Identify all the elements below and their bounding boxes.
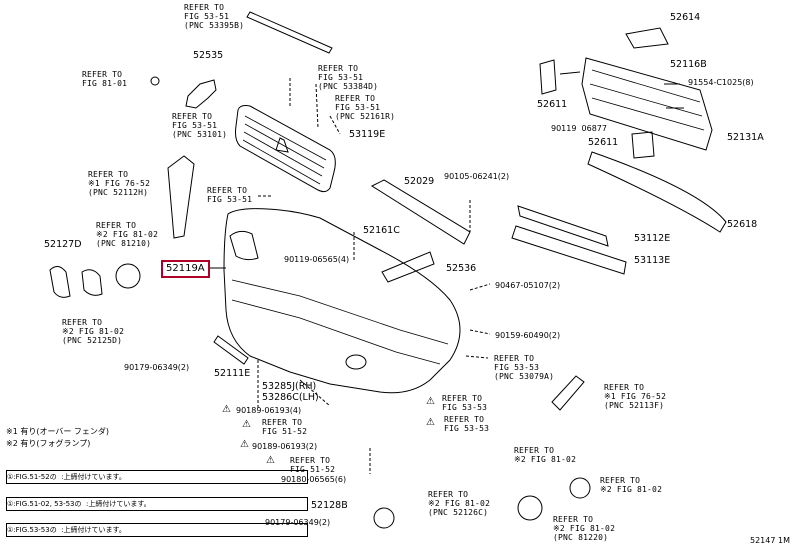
- part-52131A: 52131A: [727, 132, 764, 143]
- warning-triangle-icon: ⚠: [222, 404, 231, 415]
- part-52029: 52029: [404, 176, 435, 187]
- ref-fig-53-51[interactable]: REFER TO FIG 53-51: [207, 186, 253, 204]
- ref-fig-81-02-pnc-81210[interactable]: REFER TO ※2 FIG 81-02 (PNC 81210): [96, 221, 159, 248]
- ref-fig-81-02-pnc-81220[interactable]: REFER TO ※2 FIG 81-02 (PNC 81220): [553, 515, 616, 542]
- part-90119-06565: 90119-06565(4): [284, 255, 350, 264]
- grille-emblem: [275, 137, 289, 153]
- part-52614: 52614: [670, 12, 701, 23]
- part-52535: 52535: [193, 50, 224, 61]
- part-52618: 52618: [727, 219, 758, 230]
- absorber-52611-b: [631, 131, 655, 159]
- ref-fig-81-01[interactable]: REFER TO FIG 81-01: [82, 70, 128, 88]
- part-52111E: 52111E: [214, 368, 251, 379]
- warning-box-1: ①:FIG.51-52の :上締付けています。: [6, 470, 308, 484]
- ref-fig-53-51-pnc-53384d[interactable]: REFER TO FIG 53-51 (PNC 53384D): [318, 64, 379, 91]
- headlamp-cut-left: [229, 230, 259, 261]
- ref-fig-51-52-a[interactable]: REFER TO FIG 51-52: [262, 418, 308, 436]
- retainer-52536: [381, 251, 435, 283]
- ref-fig-81-02-pnc-52125d[interactable]: REFER TO ※2 FIG 81-02 (PNC 52125D): [62, 318, 125, 345]
- ref-fig-53-51-pnc-53101[interactable]: REFER TO FIG 53-51 (PNC 53101): [172, 112, 228, 139]
- ref-fig-53-51-pnc-52161r[interactable]: REFER TO FIG 53-51 (PNC 52161R): [335, 94, 396, 121]
- part-90179-06349-a: 90179-06349(2): [124, 363, 190, 372]
- part-52611-a: 52611: [537, 99, 568, 110]
- part-52127D: 52127D: [44, 239, 82, 250]
- figure-id: 52147 1M: [750, 536, 790, 545]
- part-52536: 52536: [446, 263, 477, 274]
- lower-molding-52111E: [213, 335, 249, 365]
- grille-53113E: [511, 225, 627, 275]
- note-1: ※1 有り(オーバー フェンダ): [6, 427, 110, 436]
- absorber-52618: [587, 151, 727, 233]
- part-90119-06877: 90119 06877: [551, 124, 607, 133]
- front-bumper-cover: [223, 208, 461, 394]
- fog-bezel-left: [115, 263, 141, 289]
- part-90105-06241: 90105-06241(2): [444, 172, 510, 181]
- part-53112E: 53112E: [634, 233, 671, 244]
- part-90179-06349-b: 90179-06349(2): [265, 518, 331, 527]
- highlighted-part-52119A[interactable]: 52119A: [161, 260, 210, 278]
- fog-lamp-left: [49, 266, 71, 298]
- fog-cover-left: [81, 269, 103, 296]
- warning-triangle-icon: ⚠: [266, 455, 275, 466]
- ref-fig-81-02-pnc-52126c[interactable]: REFER TO ※2 FIG 81-02 (PNC 52126C): [428, 490, 491, 517]
- ref-fig-53-53-pnc-53079a[interactable]: REFER TO FIG 53-53 (PNC 53079A): [494, 354, 555, 381]
- warning-triangle-icon: ⚠: [426, 396, 435, 407]
- part-90467-05107: 90467-05107(2): [495, 281, 561, 290]
- warning-triangle-icon: ⚠: [240, 439, 249, 450]
- fog-cover-right: [517, 495, 543, 521]
- ref-fig-53-51-pnc-53395b[interactable]: REFER TO FIG 53-51 (PNC 53395B): [184, 3, 245, 30]
- part-90159-60490: 90159-60490(2): [495, 331, 561, 340]
- note-2: ※2 有り(フォグランプ): [6, 439, 91, 448]
- part-91554-C1025: 91554-C1025(8): [688, 78, 754, 87]
- ref-fig-81-02-a[interactable]: REFER TO ※2 FIG 81-02: [514, 446, 577, 464]
- bracket-52614: [625, 27, 669, 49]
- fog-bezel-right: [569, 477, 591, 499]
- part-53285J: 53285J(RH): [262, 381, 317, 392]
- fender-flare-left: [167, 155, 195, 239]
- part-90180-06565: 90180-06565(6): [281, 475, 347, 484]
- radiator-grille: [235, 105, 336, 193]
- grille-53112E: [517, 205, 609, 247]
- part-53286C: 53286C(LH): [262, 392, 319, 403]
- fog-lamp-right: [373, 507, 395, 529]
- ref-fig-53-53-a[interactable]: REFER TO FIG 53-53: [442, 394, 488, 412]
- ref-fig-81-02-b[interactable]: REFER TO ※2 FIG 81-02: [600, 476, 663, 494]
- grille-molding-strip: [246, 11, 333, 54]
- part-53113E: 53113E: [634, 255, 671, 266]
- fog-lamp-hole: [345, 354, 367, 370]
- clip-81-01: [150, 76, 160, 86]
- part-53119E: 53119E: [349, 129, 386, 140]
- part-52128B: 52128B: [311, 500, 348, 511]
- reinforcement-52131A: [581, 57, 713, 151]
- warning-triangle-icon: ⚠: [426, 417, 435, 428]
- absorber-52611-a: [539, 59, 557, 95]
- part-52161C: 52161C: [363, 225, 400, 236]
- ref-fig-76-52-pnc-52112h[interactable]: REFER TO ※1 FIG 76-52 (PNC 52112H): [88, 170, 151, 197]
- ref-fig-76-52-pnc-52113f[interactable]: REFER TO ※1 FIG 76-52 (PNC 52113F): [604, 383, 667, 410]
- ref-fig-53-53-b[interactable]: REFER TO FIG 53-53: [444, 415, 490, 433]
- part-52116B: 52116B: [670, 59, 707, 70]
- warning-box-3: ①:FIG.53-53の :上締付けています。: [6, 523, 308, 537]
- bracket-52535: [185, 79, 217, 109]
- warning-triangle-icon: ⚠: [242, 419, 251, 430]
- part-90189-06193-b: 90189-06193(2): [252, 442, 318, 451]
- part-52611-b: 52611: [588, 137, 619, 148]
- ref-fig-51-52-b[interactable]: REFER TO FIG 51-52: [290, 456, 336, 474]
- part-90189-06193-a: 90189-06193(4): [236, 406, 302, 415]
- flare-52113: [551, 375, 585, 411]
- warning-box-2: ①:FIG.51-02, 53-53の :上締付けています。: [6, 497, 308, 511]
